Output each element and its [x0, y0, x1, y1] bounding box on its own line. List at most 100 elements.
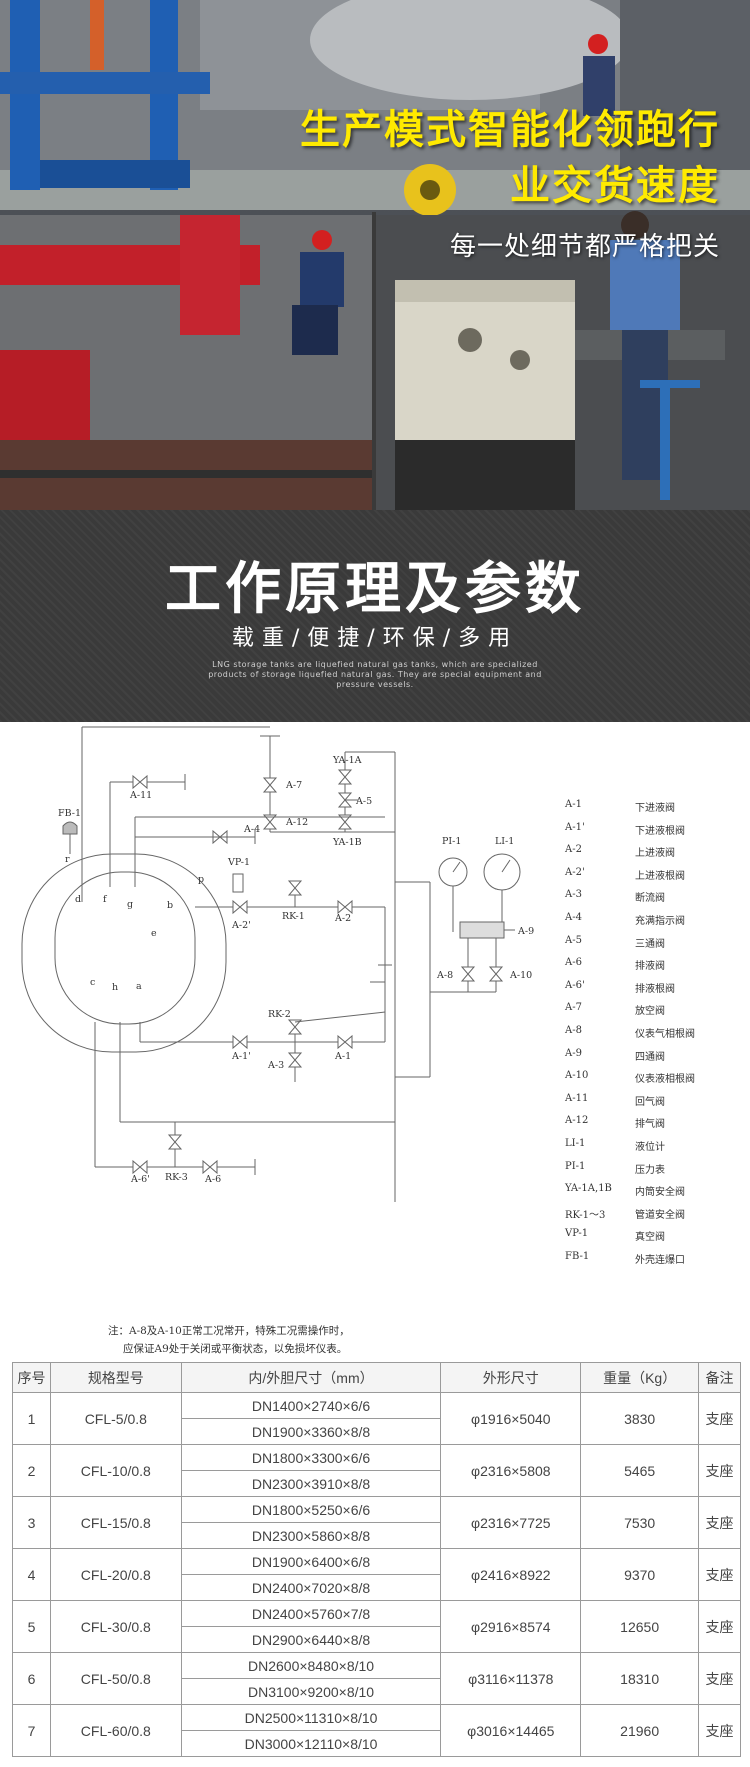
legend-description: 上进液根阀 [635, 870, 685, 882]
factory-photo-banner: 生产模式智能化领跑行 业交货速度 每一处细节都严格把关 [0, 0, 750, 510]
legend-code: A-1' [565, 821, 585, 833]
legend-code: A-9 [565, 1047, 582, 1059]
cell-weight: 21960 [580, 1704, 700, 1757]
diagram-note: 注：A-8及A-10正常工况常开，特殊工况需操作时， 应保证A9处于关闭或平衡状… [108, 1322, 350, 1358]
label-e: e [151, 928, 157, 939]
process-flow-diagram: FB-1 VP-1 PI-1 LI-1 YA-1A YA-1B RK-1 RK-… [0, 722, 750, 1362]
legend-description: 仪表液相根阀 [635, 1074, 695, 1086]
table-header-cell: 备注 [698, 1362, 741, 1393]
label-b: b [167, 900, 173, 911]
label-f: f [103, 894, 108, 905]
table-header-row: 序号规格型号内/外胆尺寸（mm）外形尺寸重量（Kg）备注 [12, 1362, 741, 1393]
label-a1: A-1 [334, 1051, 351, 1062]
legend-code: A-11 [565, 1092, 589, 1104]
legend-code: A-4 [565, 911, 582, 923]
table-row: DN3000×12110×8/10 [13, 1730, 741, 1757]
cell-serial: 5 [12, 1600, 51, 1653]
label-a4: A-4 [243, 824, 260, 835]
cell-outline-size: φ3016×14465 [440, 1704, 582, 1757]
cell-serial: 3 [12, 1496, 51, 1549]
hero-title: 生产模式智能化领跑行 业交货速度 [200, 102, 720, 214]
label-a8: A-8 [436, 970, 453, 981]
label-rk2: RK-2 [268, 1009, 291, 1020]
label-a7: A-7 [285, 780, 302, 791]
table-header-cell: 序号 [12, 1362, 51, 1393]
legend-description: 外壳连爆口 [635, 1254, 685, 1266]
tank-inner-vessel [54, 871, 196, 1025]
legend-code: A-10 [565, 1070, 589, 1082]
cell-outline-size: φ2916×8574 [440, 1600, 582, 1653]
label-a5: A-5 [355, 796, 372, 807]
cell-note: 支座 [698, 1496, 741, 1549]
cell-outer-size: DN2300×5860×8/8 [180, 1522, 442, 1549]
label-a2: A-2 [334, 913, 351, 924]
legend-description: 排气阀 [635, 1119, 665, 1131]
cell-note: 支座 [698, 1652, 741, 1705]
legend-description: 排液阀 [635, 961, 665, 973]
cell-model: CFL-50/0.8 [49, 1652, 182, 1705]
legend-description: 排液根阀 [635, 983, 675, 995]
cell-outer-size: DN2900×6440×8/8 [180, 1626, 442, 1653]
label-ya1a: YA-1A [332, 755, 362, 766]
legend-description: 回气阀 [635, 1096, 665, 1108]
cell-model: CFL-60/0.8 [49, 1704, 182, 1757]
cell-inner-size: DN2400×5760×7/8 [180, 1600, 442, 1627]
cell-inner-size: DN1400×2740×6/6 [180, 1392, 442, 1419]
legend-description: 压力表 [635, 1164, 665, 1176]
legend-code: A-8 [565, 1024, 582, 1036]
cell-outline-size: φ1916×5040 [440, 1392, 582, 1445]
cell-weight: 5465 [580, 1444, 700, 1497]
label-a1p: A-1' [231, 1051, 251, 1062]
cell-model: CFL-5/0.8 [49, 1392, 182, 1445]
legend-description: 下进液根阀 [635, 825, 685, 837]
note-line-1: 注：A-8及A-10正常工况常开，特殊工况需操作时， [108, 1325, 350, 1337]
cell-serial: 2 [12, 1444, 51, 1497]
legend-item: A-10 仪表液相根阀 [565, 1066, 745, 1089]
factory-scene-illustration [0, 0, 750, 510]
label-rk3: RK-3 [165, 1172, 188, 1183]
legend-code: VP-1 [565, 1228, 589, 1240]
label-g: g [127, 899, 133, 910]
legend-code: A-5 [565, 934, 582, 946]
label-a6: A-6 [204, 1174, 221, 1185]
table-header-cell: 内/外胆尺寸（mm） [180, 1362, 442, 1393]
cell-inner-size: DN1800×3300×6/6 [180, 1444, 442, 1471]
legend-item: A-2' 上进液根阀 [565, 863, 745, 886]
section-subtitle: 载重/便捷/环保/多用 [231, 626, 519, 651]
label-a2p: A-2' [231, 920, 251, 931]
label-c: c [90, 977, 95, 988]
legend-description: 四通阀 [635, 1051, 665, 1063]
legend-item: A-12 排气阀 [565, 1111, 745, 1134]
legend-description: 充满指示阀 [635, 915, 685, 927]
legend-item: A-11 回气阀 [565, 1089, 745, 1112]
legend-code: A-6' [565, 979, 585, 991]
legend-item: A-1' 下进液根阀 [565, 818, 745, 841]
cell-model: CFL-15/0.8 [49, 1496, 182, 1549]
legend-code: A-3 [565, 889, 582, 901]
legend-item: A-8 仪表气相根阀 [565, 1021, 745, 1044]
legend-code: A-12 [565, 1115, 589, 1127]
cell-weight: 7530 [580, 1496, 700, 1549]
legend-description: 仪表气相根阀 [635, 1028, 695, 1040]
legend-item: A-9 四通阀 [565, 1044, 745, 1067]
legend-code: A-2' [565, 866, 585, 878]
table-header-cell: 外形尺寸 [440, 1362, 582, 1393]
cell-outer-size: DN1900×3360×8/8 [180, 1418, 442, 1445]
cell-model: CFL-10/0.8 [49, 1444, 182, 1497]
hero-title-line1: 生产模式智能化领跑行 [300, 107, 720, 153]
